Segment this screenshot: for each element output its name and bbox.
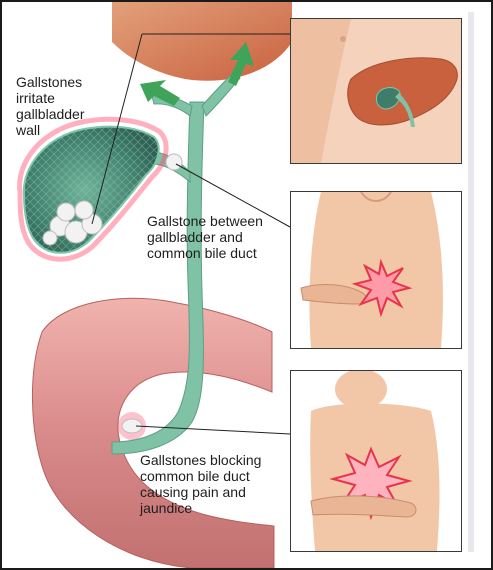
label-gallstones-blocking: Gallstones blocking common bile duct cau… — [140, 452, 262, 516]
gallstone-cluster — [42, 200, 103, 246]
leader-line-blocking — [135, 425, 291, 435]
label-gallstone-between: Gallstone between gallbladder and common… — [147, 213, 263, 261]
gallbladder-irritation-glow — [17, 116, 169, 262]
gallstone-blocking-duct — [118, 412, 146, 440]
label-gallstones-irritate: Gallstones irritate gallbladder wall — [16, 74, 85, 138]
liver-lobe — [112, 2, 292, 81]
panel-pain-severe — [290, 370, 462, 552]
liver-shape — [347, 57, 458, 126]
leader-line-irritate — [91, 33, 143, 225]
duodenum — [31, 297, 275, 568]
edge-strip — [468, 12, 474, 552]
green-arrow-icon — [228, 42, 254, 86]
pain-starburst-icon — [351, 258, 413, 318]
bile-duct-small — [395, 93, 415, 127]
common-bile-duct — [111, 101, 205, 455]
hands-on-abdomen — [310, 495, 417, 518]
panel-pain-mild — [290, 191, 462, 349]
gallstone-cystic — [165, 153, 183, 171]
panel-liver-location — [290, 18, 462, 164]
gallbladder-small — [376, 87, 401, 110]
leader-line-between — [175, 163, 291, 228]
green-arrow-icon — [140, 80, 180, 106]
